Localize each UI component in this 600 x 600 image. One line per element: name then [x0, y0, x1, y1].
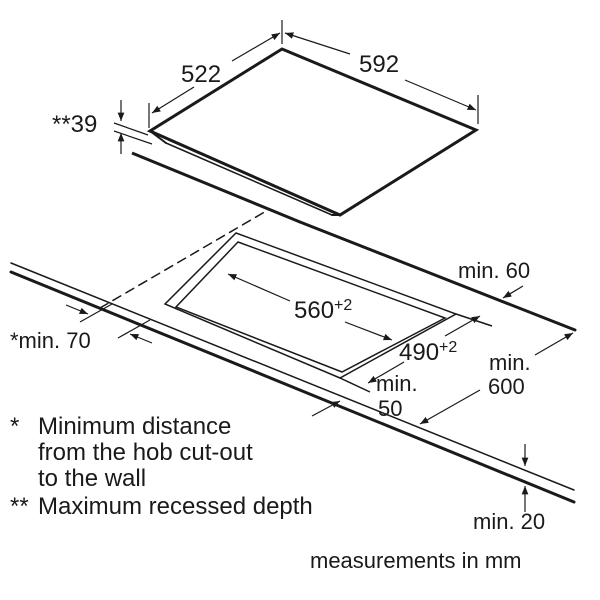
dimension-hob-width [284, 32, 479, 124]
dimension-wall-clearance [65, 303, 153, 344]
units-caption: measurements in mm [310, 548, 522, 573]
dimension-front-clearance [311, 400, 341, 417]
cutout-outline [163, 232, 493, 393]
note-recessed-depth: ** Maximum recessed depth [10, 494, 313, 520]
label-rear-clearance: min. 60 [458, 258, 530, 283]
dimension-hob-depth [148, 20, 283, 128]
note-line: from the hob cut-out [38, 439, 253, 466]
note-marker: * [10, 413, 20, 440]
label-wall-clearance: *min. 70 [10, 328, 91, 353]
note-line: to the wall [38, 465, 147, 492]
note-wall-distance: * Minimum distance from the hob cut-out t… [10, 414, 253, 492]
label-front-clearance-2: 50 [378, 396, 402, 421]
label-hob-width: 592 [359, 51, 399, 78]
dimension-recessed-depth [113, 100, 301, 224]
label-recessed-depth: **39 [52, 111, 97, 138]
label-worktop-thickness: min. 20 [473, 509, 545, 534]
label-hob-depth: 522 [181, 61, 221, 88]
label-cutout-width: 560+2 [294, 297, 352, 324]
note-line: Maximum recessed depth [38, 493, 313, 520]
note-line: Minimum distance [38, 413, 232, 440]
label-worktop-depth-2: 600 [488, 374, 525, 399]
hob-outline [146, 47, 480, 217]
label-front-clearance-1: min. [376, 371, 418, 396]
label-cutout-depth: 490+2 [399, 339, 457, 366]
note-marker: ** [10, 493, 29, 520]
dimension-worktop-depth [419, 332, 574, 425]
label-worktop-depth-1: min. [489, 350, 531, 375]
dimension-rear-clearance [502, 285, 524, 299]
worktop [9, 209, 577, 504]
dimension-cutout-width [227, 273, 393, 341]
dimension-cutout-depth [367, 315, 481, 384]
